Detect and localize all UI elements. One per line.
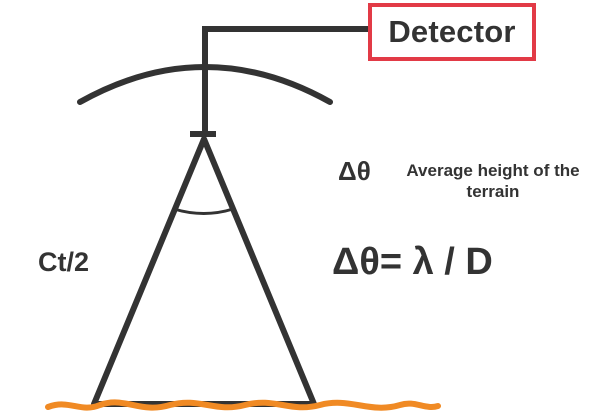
terrain-height-label: Average height of the terrain <box>406 161 580 201</box>
detector-label: Detector <box>388 14 516 49</box>
resolution-formula: Δθ= λ / D <box>332 241 493 283</box>
beam-cone <box>91 136 317 407</box>
beam-angle-arc <box>173 207 234 215</box>
terrain-line <box>45 399 441 411</box>
detector-box: Detector <box>368 3 536 61</box>
beam-angle-symbol: Δθ <box>338 156 371 186</box>
detector-feed-line <box>202 26 370 133</box>
range-label: Ct/2 <box>38 247 90 277</box>
